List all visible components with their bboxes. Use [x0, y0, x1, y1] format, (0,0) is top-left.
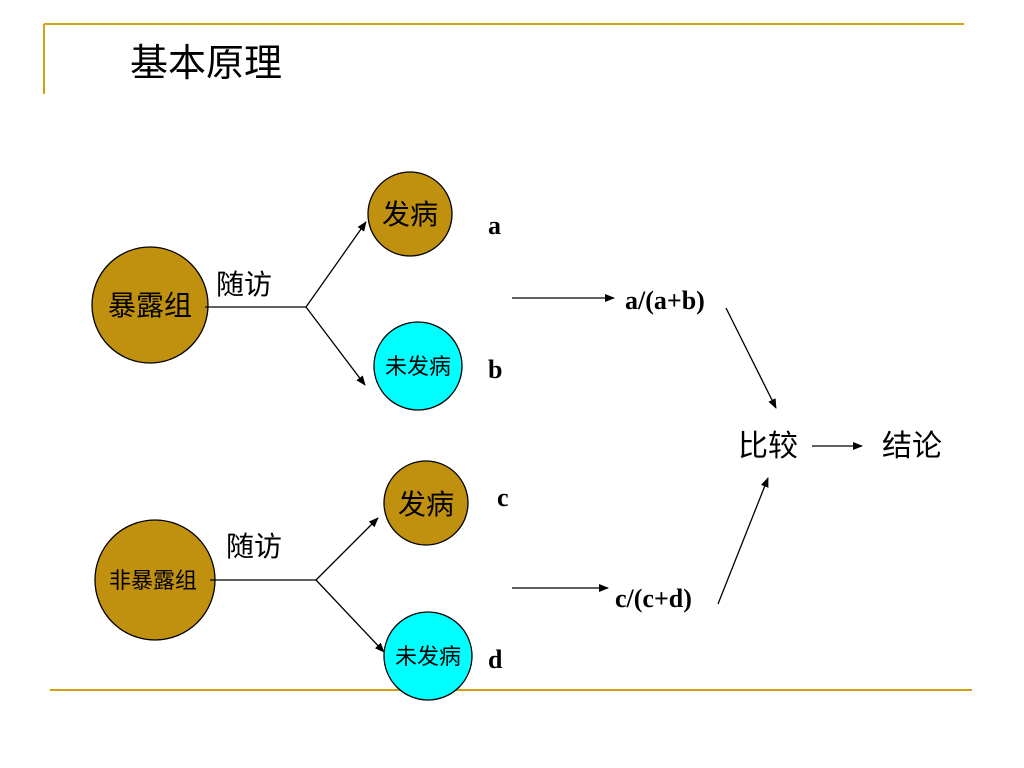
unexposed-healthy-label: 未发病 — [395, 645, 461, 670]
exposed-ill-node — [367, 171, 453, 257]
exposed-group-label: 暴露组 — [108, 289, 192, 322]
conclusion-label: 结论 — [882, 429, 942, 464]
exposed-healthy-label: 未发病 — [385, 355, 451, 380]
exposed-branch-up — [305, 221, 367, 308]
exposed-follow-label: 随访 — [216, 268, 272, 301]
exposed-ill-label: 发病 — [382, 198, 438, 231]
unexposed-ill-var: c — [497, 483, 509, 512]
unexposed-branch-up — [315, 517, 379, 581]
unexposed-ill-node — [383, 460, 469, 546]
slide-title: 基本原理 — [130, 41, 282, 85]
unexposed-healthy-var: d — [488, 645, 503, 674]
unexposed-ratio: c/(c+d) — [615, 584, 692, 613]
unexposed-branch-down — [315, 579, 385, 653]
compare-label: 比较 — [738, 429, 798, 464]
unexposed-follow-label: 随访 — [226, 530, 282, 563]
exposed-healthy-node — [373, 321, 463, 411]
exposed-ill-var: a — [488, 211, 501, 240]
unexposed-ill-label: 发病 — [398, 488, 454, 521]
unexposed-to-compare-arrow — [717, 477, 769, 605]
unexposed-group-label: 非暴露组 — [109, 569, 197, 594]
exposed-to-compare-arrow — [725, 307, 777, 409]
unexposed-healthy-node — [383, 611, 473, 701]
exposed-ratio: a/(a+b) — [625, 286, 705, 315]
exposed-healthy-var: b — [488, 355, 502, 384]
exposed-branch-down — [305, 306, 366, 386]
exposed-group-node — [91, 246, 209, 364]
